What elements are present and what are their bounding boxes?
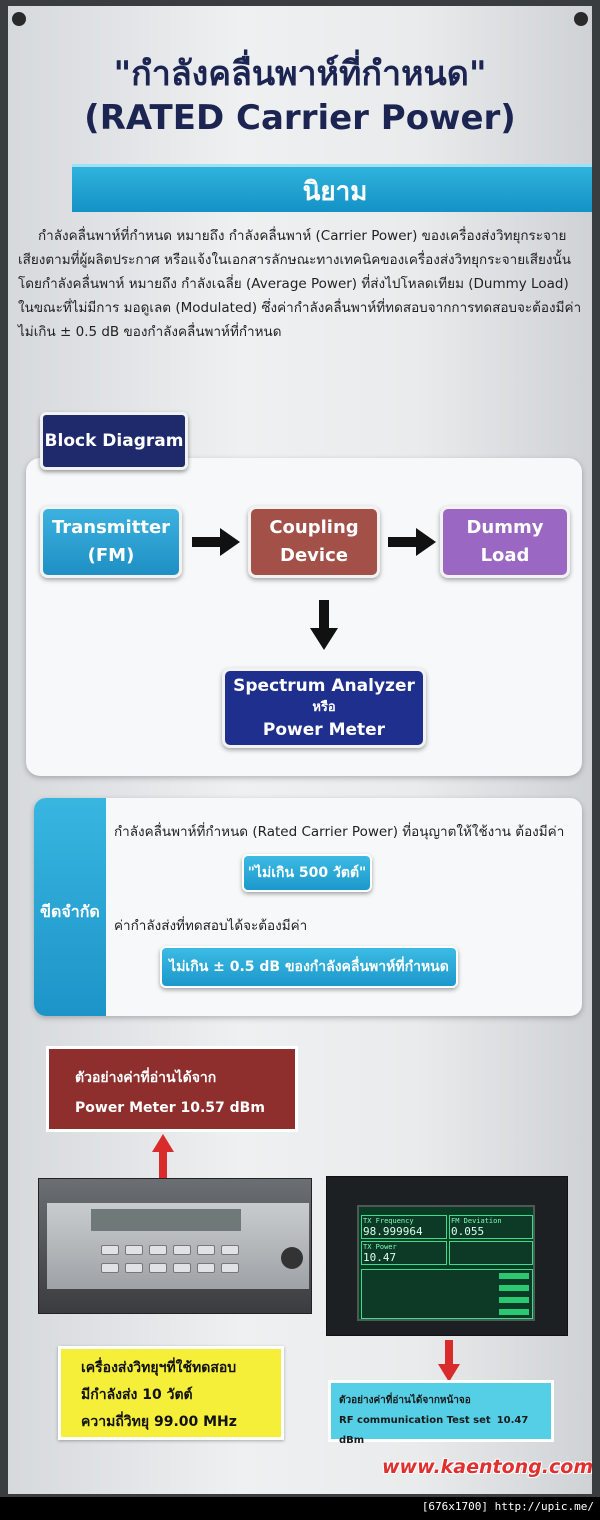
footer-bar: [676x1700] http://upic.me/	[0, 1497, 600, 1520]
fm-deviation-label: FM Deviation	[451, 1217, 502, 1225]
poster-banner: "กำลังคลื่นพาห์ที่กำหนด" (RATED Carrier …	[8, 6, 592, 1494]
definition-heading: นิยาม	[302, 177, 368, 207]
arrow-down-icon	[310, 600, 338, 650]
key-icon	[197, 1245, 215, 1255]
tx-power-value: 10.47	[363, 1251, 397, 1264]
limit-tolerance-badge: ไม่เกิน ± 0.5 dB ของกำลังคลื่นพาห์ที่กำห…	[160, 946, 458, 988]
arrow-up-icon	[152, 1134, 174, 1180]
footer-text: [676x1700] http://upic.me/	[421, 1500, 594, 1513]
analyzer-label: Spectrum Analyzer	[233, 676, 415, 696]
definition-text: กำลังคลื่นพาห์ที่กำหนด หมายถึง กำลังคลื่…	[18, 228, 582, 340]
transmitter-sublabel: (FM)	[87, 545, 135, 566]
dummy-label: Dummy	[466, 517, 544, 538]
limits-panel: ขีดจำกัด กำลังคลื่นพาห์ที่กำหนด (Rated C…	[34, 798, 582, 1016]
coupling-label: Coupling	[269, 517, 359, 538]
key-icon	[125, 1263, 143, 1273]
power-meter-reading-line1: ตัวอย่างค่าที่อ่านได้จาก	[75, 1070, 217, 1086]
key-icon	[101, 1245, 119, 1255]
transmitter-info-line3: ความถี่วิทยุ 99.00 MHz	[81, 1414, 237, 1430]
screen-softkey	[499, 1273, 529, 1279]
website-url: www.kaentong.com	[382, 1456, 592, 1478]
power-meter-photo	[38, 1178, 312, 1314]
transmitter-info-box: เครื่องส่งวิทยุฯที่ใช้ทดสอบ มีกำลังส่ง 1…	[58, 1346, 284, 1440]
limits-side-bar: ขีดจำกัด	[34, 798, 106, 1016]
key-icon	[173, 1263, 191, 1273]
key-icon	[173, 1245, 191, 1255]
test-set-reading-line1: ตัวอย่างค่าที่อ่านได้จากหน้าจอ	[339, 1395, 471, 1406]
transmitter-box: Transmitter (FM)	[40, 506, 182, 578]
title-english: (RATED Carrier Power)	[84, 98, 516, 138]
arrow-right-icon	[388, 528, 436, 556]
power-meter-label: Power Meter	[262, 720, 386, 740]
analyzer-or-label: หรือ	[312, 700, 336, 715]
test-set-value: 10.47 dBm	[339, 1415, 529, 1446]
key-icon	[101, 1263, 119, 1273]
definition-header-bar: นิยาม	[72, 164, 592, 212]
power-meter-reading-line2: Power Meter 10.57 dBm	[75, 1100, 265, 1116]
key-icon	[197, 1263, 215, 1273]
tx-frequency-cell: TX Frequency 98.999964	[361, 1215, 447, 1239]
power-meter-display	[91, 1209, 241, 1231]
test-set-name: RF communication Test set	[339, 1415, 491, 1426]
block-diagram-label: Block Diagram	[40, 412, 188, 470]
dummy-sublabel: Load	[480, 545, 530, 566]
key-icon	[149, 1245, 167, 1255]
screen-softkey	[499, 1309, 529, 1315]
rivet-icon	[12, 12, 26, 26]
fm-deviation-cell: FM Deviation 0.055	[449, 1215, 533, 1239]
limit-500w-badge: "ไม่เกิน 500 วัตต์"	[242, 854, 372, 892]
coupling-sublabel: Device	[280, 545, 348, 566]
key-icon	[221, 1245, 239, 1255]
limits-side-label: ขีดจำกัด	[40, 902, 100, 921]
empty-cell	[449, 1241, 533, 1265]
fm-deviation-value: 0.055	[451, 1225, 485, 1238]
spectrum-analyzer-box: Spectrum Analyzer หรือ Power Meter	[222, 668, 426, 748]
key-icon	[149, 1263, 167, 1273]
power-meter-front-panel	[47, 1203, 309, 1289]
transmitter-info-line1: เครื่องส่งวิทยุฯที่ใช้ทดสอบ	[81, 1360, 237, 1376]
test-set-screen: TX Frequency 98.999964 FM Deviation 0.05…	[357, 1205, 535, 1321]
title-thai: "กำลังคลื่นพาห์ที่กำหนด"	[113, 54, 487, 94]
screen-softkey	[499, 1285, 529, 1291]
tx-power-label: TX Power	[363, 1243, 397, 1251]
rivet-icon	[574, 12, 588, 26]
tx-frequency-value: 98.999964	[363, 1225, 423, 1238]
test-set-reading-box: ตัวอย่างค่าที่อ่านได้จากหน้าจอ RF commun…	[328, 1380, 554, 1446]
dummy-load-box: Dummy Load	[440, 506, 570, 578]
block-diagram-panel: Transmitter (FM) Coupling Device Dummy L…	[26, 458, 582, 776]
arrow-down-red-icon	[438, 1340, 460, 1382]
limits-line-2: ค่ากำลังส่งที่ทดสอบได้จะต้องมีค่า	[114, 918, 308, 934]
arrow-right-icon	[192, 528, 240, 556]
tx-frequency-label: TX Frequency	[363, 1217, 414, 1225]
transmitter-label: Transmitter	[51, 517, 171, 538]
power-meter-reading-box: ตัวอย่างค่าที่อ่านได้จาก Power Meter 10.…	[46, 1046, 298, 1132]
test-set-photo: TX Frequency 98.999964 FM Deviation 0.05…	[326, 1176, 568, 1336]
settings-grid	[361, 1269, 533, 1319]
knob-icon	[281, 1247, 303, 1269]
transmitter-info-line2: มีกำลังส่ง 10 วัตต์	[81, 1387, 193, 1403]
limits-line-1: กำลังคลื่นพาห์ที่กำหนด (Rated Carrier Po…	[114, 824, 565, 840]
key-icon	[221, 1263, 239, 1273]
screen-softkey	[499, 1297, 529, 1303]
key-icon	[125, 1245, 143, 1255]
tx-power-cell: TX Power 10.47	[361, 1241, 447, 1265]
coupling-device-box: Coupling Device	[248, 506, 380, 578]
